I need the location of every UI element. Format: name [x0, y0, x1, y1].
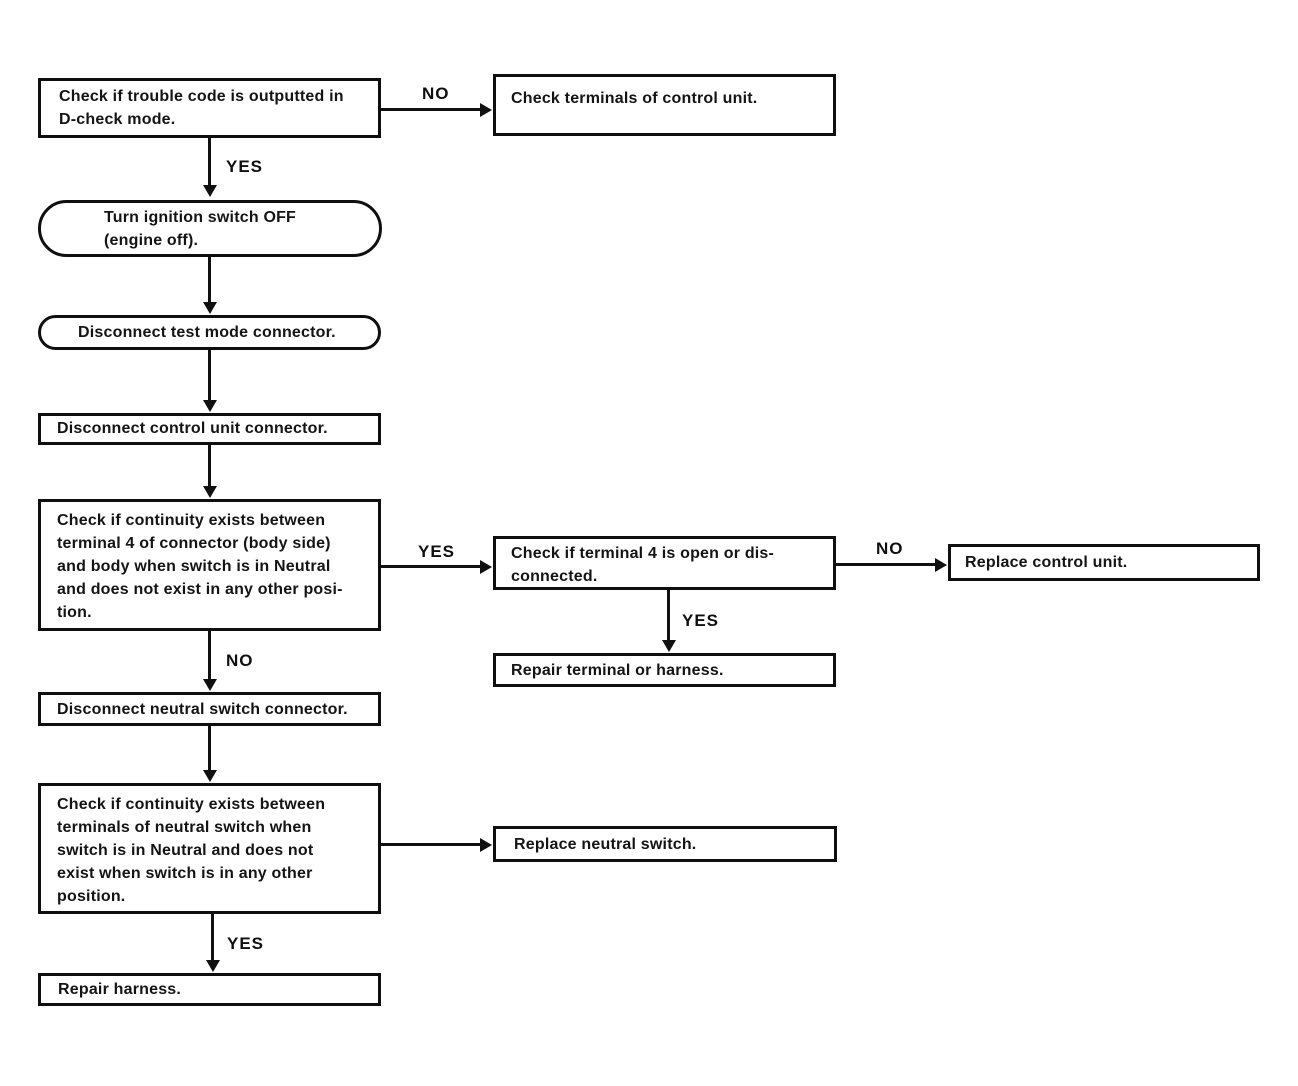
edge-label-yes: YES	[682, 611, 720, 630]
node-text: position.	[57, 888, 126, 905]
node-text: Replace control unit.	[965, 554, 1128, 571]
node-text: connected.	[511, 568, 598, 585]
node-text: tion.	[57, 604, 92, 621]
arrow-to-disconnect-control-unit	[202, 350, 217, 412]
node-text: Check if trouble code is outputted in	[59, 88, 344, 105]
node-text: Check if continuity exists between	[57, 512, 326, 529]
node-check-terminal-4-open: Check if terminal 4 is open or dis- conn…	[493, 536, 836, 590]
node-text: Replace neutral switch.	[514, 836, 697, 853]
edge-label-no: NO	[876, 539, 904, 558]
arrow-to-check-continuity-terminal-4	[202, 445, 217, 498]
node-disconnect-neutral-switch-connector: Disconnect neutral switch connector.	[38, 692, 381, 726]
node-text: terminal 4 of connector (body side)	[57, 535, 331, 552]
node-text: Disconnect neutral switch connector.	[57, 701, 348, 718]
edge-label-yes: YES	[227, 934, 265, 953]
node-text: Turn ignition switch OFF	[104, 209, 297, 226]
node-text: (engine off).	[104, 232, 199, 249]
arrow-continuity4-no	[202, 631, 217, 691]
node-text: switch is in Neutral and does not	[57, 842, 314, 859]
node-text: Check terminals of control unit.	[511, 90, 758, 107]
node-text: D-check mode.	[59, 111, 176, 128]
node-replace-neutral-switch: Replace neutral switch.	[493, 826, 837, 862]
edge-label-yes: YES	[226, 157, 264, 176]
node-check-continuity-neutral-switch: Check if continuity exists between termi…	[38, 783, 381, 914]
arrow-trouble-code-no	[381, 102, 492, 117]
node-text: Disconnect control unit connector.	[57, 420, 328, 437]
node-text: Check if terminal 4 is open or dis-	[511, 545, 775, 562]
arrow-to-check-continuity-neutral	[202, 726, 217, 782]
node-text: Disconnect test mode connector.	[78, 324, 336, 341]
node-text: terminals of neutral switch when	[57, 819, 312, 836]
node-check-continuity-terminal-4: Check if continuity exists between termi…	[38, 499, 381, 631]
edge-label-no: NO	[226, 651, 254, 670]
arrow-terminal4-no	[836, 557, 947, 572]
edge-label-yes: YES	[418, 542, 456, 561]
arrow-to-replace-neutral-switch	[381, 837, 492, 852]
node-disconnect-control-unit-connector: Disconnect control unit connector.	[38, 413, 381, 445]
arrow-terminal4-yes	[661, 590, 676, 652]
arrow-neutral-switch-yes	[205, 914, 220, 972]
arrow-trouble-code-yes	[202, 138, 217, 197]
node-text: exist when switch is in any other	[57, 865, 313, 882]
node-repair-harness: Repair harness.	[38, 973, 381, 1006]
node-text: and body when switch is in Neutral	[57, 558, 331, 575]
node-text: Repair harness.	[58, 981, 182, 998]
edge-label-no: NO	[422, 84, 450, 103]
node-turn-ignition-off: Turn ignition switch OFF (engine off).	[38, 200, 382, 257]
node-replace-control-unit: Replace control unit.	[948, 544, 1260, 581]
arrow-to-disconnect-test-mode	[202, 257, 217, 314]
arrow-continuity4-yes	[381, 559, 492, 574]
node-check-terminals-control-unit: Check terminals of control unit.	[493, 74, 836, 136]
node-text: Repair terminal or harness.	[511, 662, 724, 679]
node-disconnect-test-mode-connector: Disconnect test mode connector.	[38, 315, 381, 350]
node-text: Check if continuity exists between	[57, 796, 326, 813]
node-text: and does not exist in any other posi-	[57, 581, 343, 598]
node-check-trouble-code: Check if trouble code is outputted in D-…	[38, 78, 381, 138]
node-repair-terminal-or-harness: Repair terminal or harness.	[493, 653, 836, 687]
